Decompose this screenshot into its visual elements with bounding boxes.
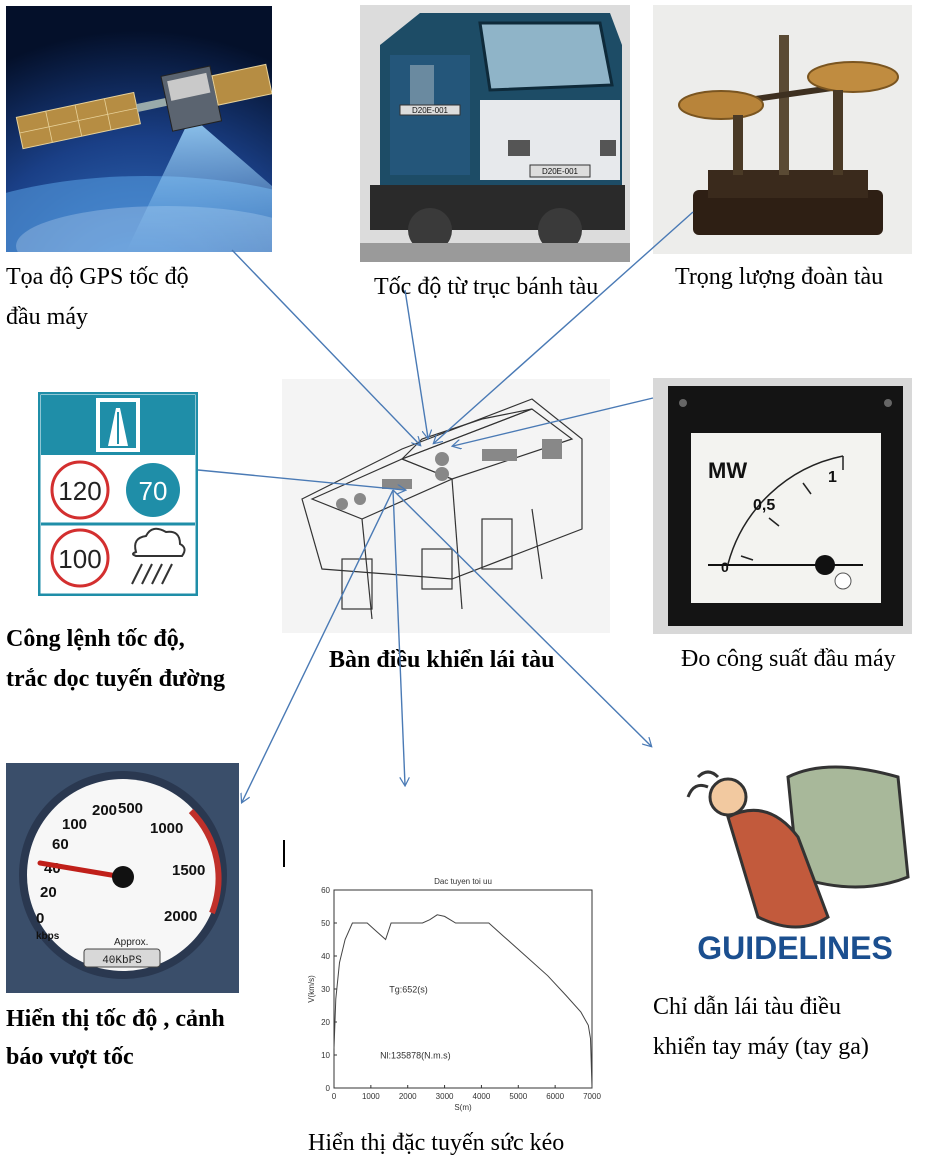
speedo-readout: 40KbPS xyxy=(102,955,142,967)
traction-chart: Dac tuyen toi uu 0 1000 2000 3000 4000 5000 60… xyxy=(300,870,605,1120)
chart-x-tick-2: 2000 xyxy=(399,1092,417,1101)
locomotive-plate-bottom: D20E-001 xyxy=(542,167,579,176)
power-tick-mid: 0,5 xyxy=(753,497,775,514)
power-tick-zero: 0 xyxy=(721,559,729,575)
speed-order-sign: 120 70 100 xyxy=(38,392,198,596)
driver-console-image xyxy=(282,379,610,633)
scale-image xyxy=(653,5,912,254)
locomotive-plate-top: D20E-001 xyxy=(412,106,449,115)
speedo-tick-100: 100 xyxy=(62,816,87,833)
power-unit-label: MW xyxy=(708,458,747,483)
chart-y-tick-0: 0 xyxy=(326,1084,331,1093)
speed-limit-70: 70 xyxy=(139,476,168,506)
chart-x-tick-6: 6000 xyxy=(546,1092,564,1101)
console-label: Bàn điều khiển lái tàu xyxy=(329,647,555,673)
chart-x-tick-1: 1000 xyxy=(362,1092,380,1101)
speedo-tick-200: 200 xyxy=(92,802,117,819)
train-weight-label: Trọng lượng đoàn tàu xyxy=(675,264,884,290)
guidelines-image: GUIDELINES xyxy=(668,757,922,979)
gps-label-line-1: Tọa độ GPS tốc độ xyxy=(6,264,189,290)
chart-series-line xyxy=(333,914,593,1089)
chart-y-tick-3: 30 xyxy=(321,985,330,994)
chart-x-tick-0: 0 xyxy=(332,1092,337,1101)
speedo-tick-60: 60 xyxy=(52,836,69,853)
speed-display-label-line-1: Hiển thị tốc độ , cảnh xyxy=(6,1006,225,1032)
guidance-label-line-2: khiển tay máy (tay ga) xyxy=(653,1034,869,1060)
speedometer-image: 0 20 40 60 100 200 500 1000 1500 2000 kb… xyxy=(6,763,239,993)
chart-y-tick-2: 20 xyxy=(321,1018,330,1027)
speedo-tick-1500: 1500 xyxy=(172,862,205,879)
text-cursor xyxy=(283,840,285,867)
chart-x-tick-5: 5000 xyxy=(509,1092,527,1101)
satellite-image xyxy=(6,6,272,252)
locomotive-image: D20E-001 D20E-001 xyxy=(360,5,630,262)
speedo-tick-0: 0 xyxy=(36,910,44,927)
traction-display-label: Hiển thị đặc tuyến sức kéo xyxy=(308,1130,565,1156)
speedo-approx: Approx. xyxy=(114,937,148,948)
speed-orders-label-line-1: Công lệnh tốc độ, xyxy=(6,626,185,652)
rain-cloud-icon xyxy=(131,527,186,585)
guidance-label-line-1: Chỉ dẫn lái tàu điều xyxy=(653,994,841,1020)
chart-y-tick-1: 10 xyxy=(321,1051,330,1060)
chart-x-tick-4: 4000 xyxy=(473,1092,491,1101)
speedo-unit: kbps xyxy=(36,931,60,942)
chart-title: Dac tuyen toi uu xyxy=(434,877,492,886)
chart-x-tick-3: 3000 xyxy=(436,1092,454,1101)
chart-x-axis-label: S(m) xyxy=(454,1103,472,1112)
speedo-tick-1000: 1000 xyxy=(150,820,183,837)
power-meter-image: MW 0,5 1 0 xyxy=(653,378,912,634)
power-tick-max: 1 xyxy=(828,469,837,486)
speedo-tick-20: 20 xyxy=(40,884,57,901)
speed-limit-100: 100 xyxy=(58,544,101,574)
guidelines-wordmark: GUIDELINES xyxy=(697,930,893,966)
chart-y-tick-4: 40 xyxy=(321,952,330,961)
chart-y-axis-label: V(km/s) xyxy=(307,975,316,1003)
speed-limit-120: 120 xyxy=(58,476,101,506)
chart-x-tick-7: 7000 xyxy=(583,1092,601,1101)
chart-annotation-energy: Nl:135878(N.m.s) xyxy=(380,1050,451,1060)
speed-orders-label-line-2: trắc dọc tuyến đường xyxy=(6,666,226,692)
speedo-tick-2000: 2000 xyxy=(164,908,197,925)
chart-y-tick-5: 50 xyxy=(321,919,330,928)
speedo-tick-500: 500 xyxy=(118,800,143,817)
gps-label-line-2: đầu máy xyxy=(6,304,88,330)
speed-display-label-line-2: báo vượt tốc xyxy=(6,1044,134,1070)
chart-y-tick-6: 60 xyxy=(321,886,330,895)
wheel-speed-label: Tốc độ từ trục bánh tàu xyxy=(374,274,599,300)
chart-annotation-time: Tg:652(s) xyxy=(389,984,428,994)
power-label: Đo công suất đầu máy xyxy=(681,646,896,672)
